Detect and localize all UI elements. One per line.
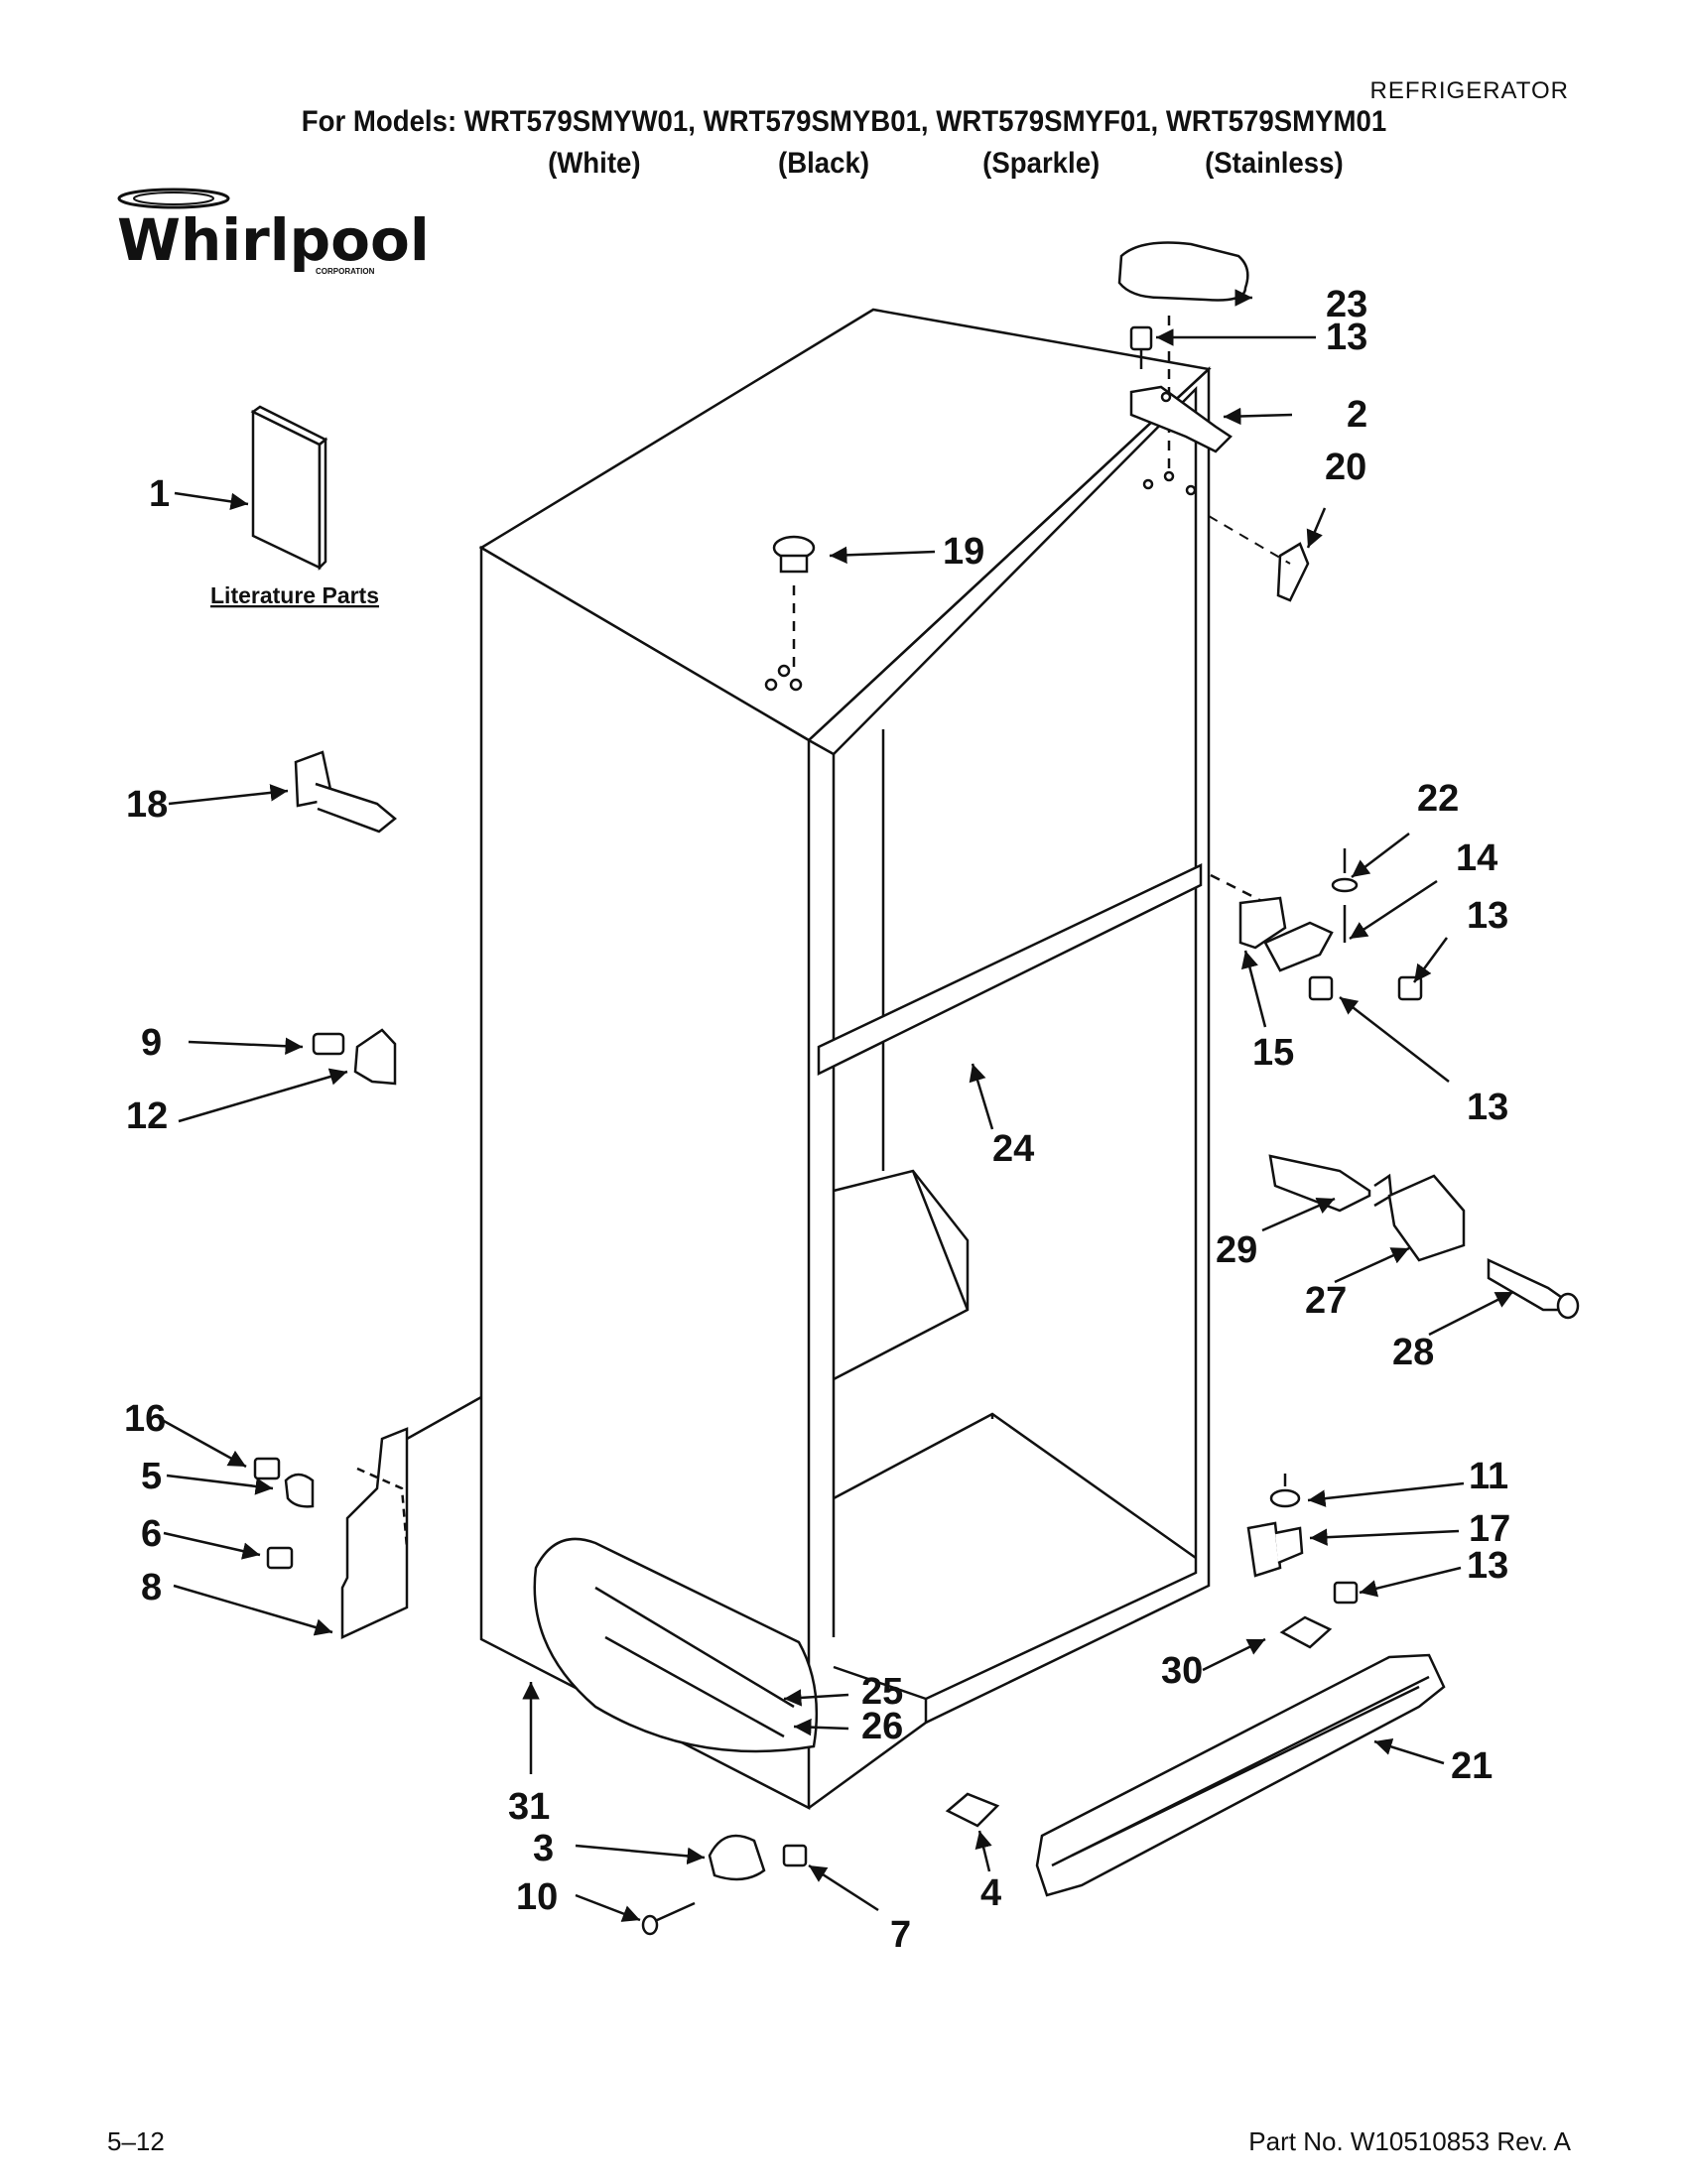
water-filter-assembly [1268, 1154, 1580, 1320]
color-sparkle: (Sparkle) [982, 147, 1101, 180]
callout-3: 3 [533, 1828, 554, 1869]
leader-arrows [163, 289, 1514, 1922]
refrigerator-cabinet [395, 308, 1212, 1811]
callout-6: 6 [141, 1513, 162, 1555]
literature-label: Literature Parts [210, 582, 379, 608]
top-hinge-parts [1117, 241, 1310, 602]
callout-15: 15 [1252, 1032, 1294, 1074]
callout-29: 29 [1216, 1229, 1257, 1271]
callout-1: 1 [149, 473, 170, 515]
drain-tube-parts [533, 1537, 819, 1753]
callout-13-top: 13 [1326, 317, 1367, 358]
callout-10: 10 [516, 1876, 558, 1918]
page-number: 5–12 [107, 2126, 165, 2156]
callout-30: 30 [1161, 1650, 1203, 1692]
callout-13-bottom: 13 [1467, 1545, 1508, 1587]
center-hinge-parts [1210, 848, 1423, 1001]
base-grille [1035, 1653, 1446, 1897]
color-black: (Black) [778, 147, 870, 180]
callout-27: 27 [1305, 1280, 1347, 1322]
hinge-bracket-left [312, 1028, 397, 1086]
callout-31: 31 [508, 1786, 550, 1828]
callout-28: 28 [1392, 1332, 1434, 1373]
logo-subtext: CORPORATION [316, 267, 375, 276]
callout-8: 8 [141, 1567, 162, 1608]
part-number: Part No. W10510853 Rev. A [1248, 2126, 1571, 2156]
door-stop-part [294, 750, 397, 834]
callout-12: 12 [126, 1095, 168, 1137]
callout-4: 4 [980, 1872, 1001, 1914]
callout-5: 5 [141, 1456, 162, 1497]
top-plug [764, 535, 816, 692]
lower-hinge-parts [1246, 1474, 1359, 1605]
whirlpool-logo: Whirlpool CORPORATION [117, 188, 430, 276]
callout-22: 22 [1417, 778, 1459, 820]
callout-26: 26 [861, 1706, 903, 1747]
callout-7: 7 [890, 1914, 911, 1956]
callout-11: 11 [1469, 1456, 1508, 1497]
callout-2: 2 [1347, 394, 1367, 436]
callout-21: 21 [1451, 1745, 1493, 1787]
callout-24: 24 [992, 1128, 1034, 1170]
callout-17: 17 [1469, 1508, 1510, 1550]
callout-13-center-lower: 13 [1467, 1087, 1508, 1128]
callout-numbers: 1 2 3 4 5 6 7 8 9 10 11 12 13 13 13 13 1… [124, 284, 1510, 1956]
leveling-parts [945, 1615, 1333, 1828]
callout-23: 23 [1326, 284, 1367, 325]
callout-16: 16 [124, 1398, 166, 1440]
callout-19: 19 [943, 531, 984, 573]
logo-text: Whirlpool [117, 206, 430, 274]
callout-9: 9 [141, 1022, 162, 1064]
callout-25: 25 [861, 1671, 903, 1713]
callout-20: 20 [1325, 447, 1366, 488]
lower-hardware [641, 1834, 808, 1936]
lower-left-bracket [253, 1427, 409, 1639]
literature-booklet [250, 405, 328, 572]
callout-13-center: 13 [1467, 895, 1508, 937]
color-white: (White) [548, 147, 641, 180]
models-line: For Models: WRT579SMYW01, WRT579SMYB01, … [301, 105, 1387, 138]
color-stainless: (Stainless) [1205, 147, 1344, 180]
callout-18: 18 [126, 784, 168, 826]
document-category: REFRIGERATOR [1369, 77, 1569, 104]
callout-14: 14 [1456, 837, 1497, 879]
